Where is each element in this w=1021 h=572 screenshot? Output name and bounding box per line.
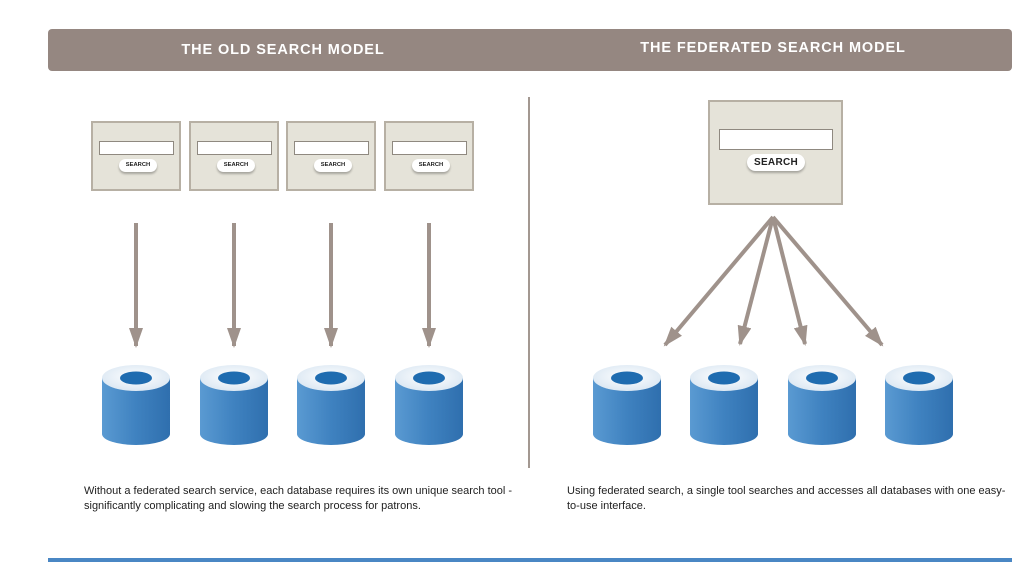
arrow-down-icon: [771, 215, 884, 347]
column-divider: [528, 97, 530, 468]
search-button[interactable]: SEARCH: [217, 159, 255, 172]
header-bar: THE OLD SEARCH MODEL THE FEDERATED SEARC…: [48, 29, 1012, 71]
old-search-box-2: SEARCH: [189, 121, 279, 191]
old-search-box-1: SEARCH: [91, 121, 181, 191]
bottom-rule: [48, 558, 1012, 562]
federated-model-caption: Using federated search, a single tool se…: [567, 485, 1006, 512]
old-model-caption: Without a federated search service, each…: [84, 485, 513, 512]
search-input[interactable]: [719, 129, 833, 150]
database-icon: [297, 365, 365, 445]
old-search-box-3: SEARCH: [286, 121, 376, 191]
database-icon: [593, 365, 661, 445]
search-input[interactable]: [197, 141, 272, 155]
database-icon: [102, 365, 170, 445]
search-button[interactable]: SEARCH: [412, 159, 450, 172]
arrow-down-icon: [663, 215, 775, 347]
arrow-down-icon: [737, 216, 775, 346]
database-icon: [395, 365, 463, 445]
database-icon: [690, 365, 758, 445]
old-model-title: THE OLD SEARCH MODEL: [181, 42, 385, 58]
search-input[interactable]: [392, 141, 467, 155]
database-icon: [788, 365, 856, 445]
federated-search-box: SEARCH: [708, 100, 843, 205]
arrow-down-icon: [771, 216, 808, 346]
search-input[interactable]: [99, 141, 174, 155]
database-icon: [885, 365, 953, 445]
search-button[interactable]: SEARCH: [747, 154, 805, 171]
federated-model-title: THE FEDERATED SEARCH MODEL: [640, 40, 906, 56]
database-icon: [200, 365, 268, 445]
search-input[interactable]: [294, 141, 369, 155]
search-button[interactable]: SEARCH: [314, 159, 352, 172]
old-search-box-4: SEARCH: [384, 121, 474, 191]
search-button[interactable]: SEARCH: [119, 159, 157, 172]
